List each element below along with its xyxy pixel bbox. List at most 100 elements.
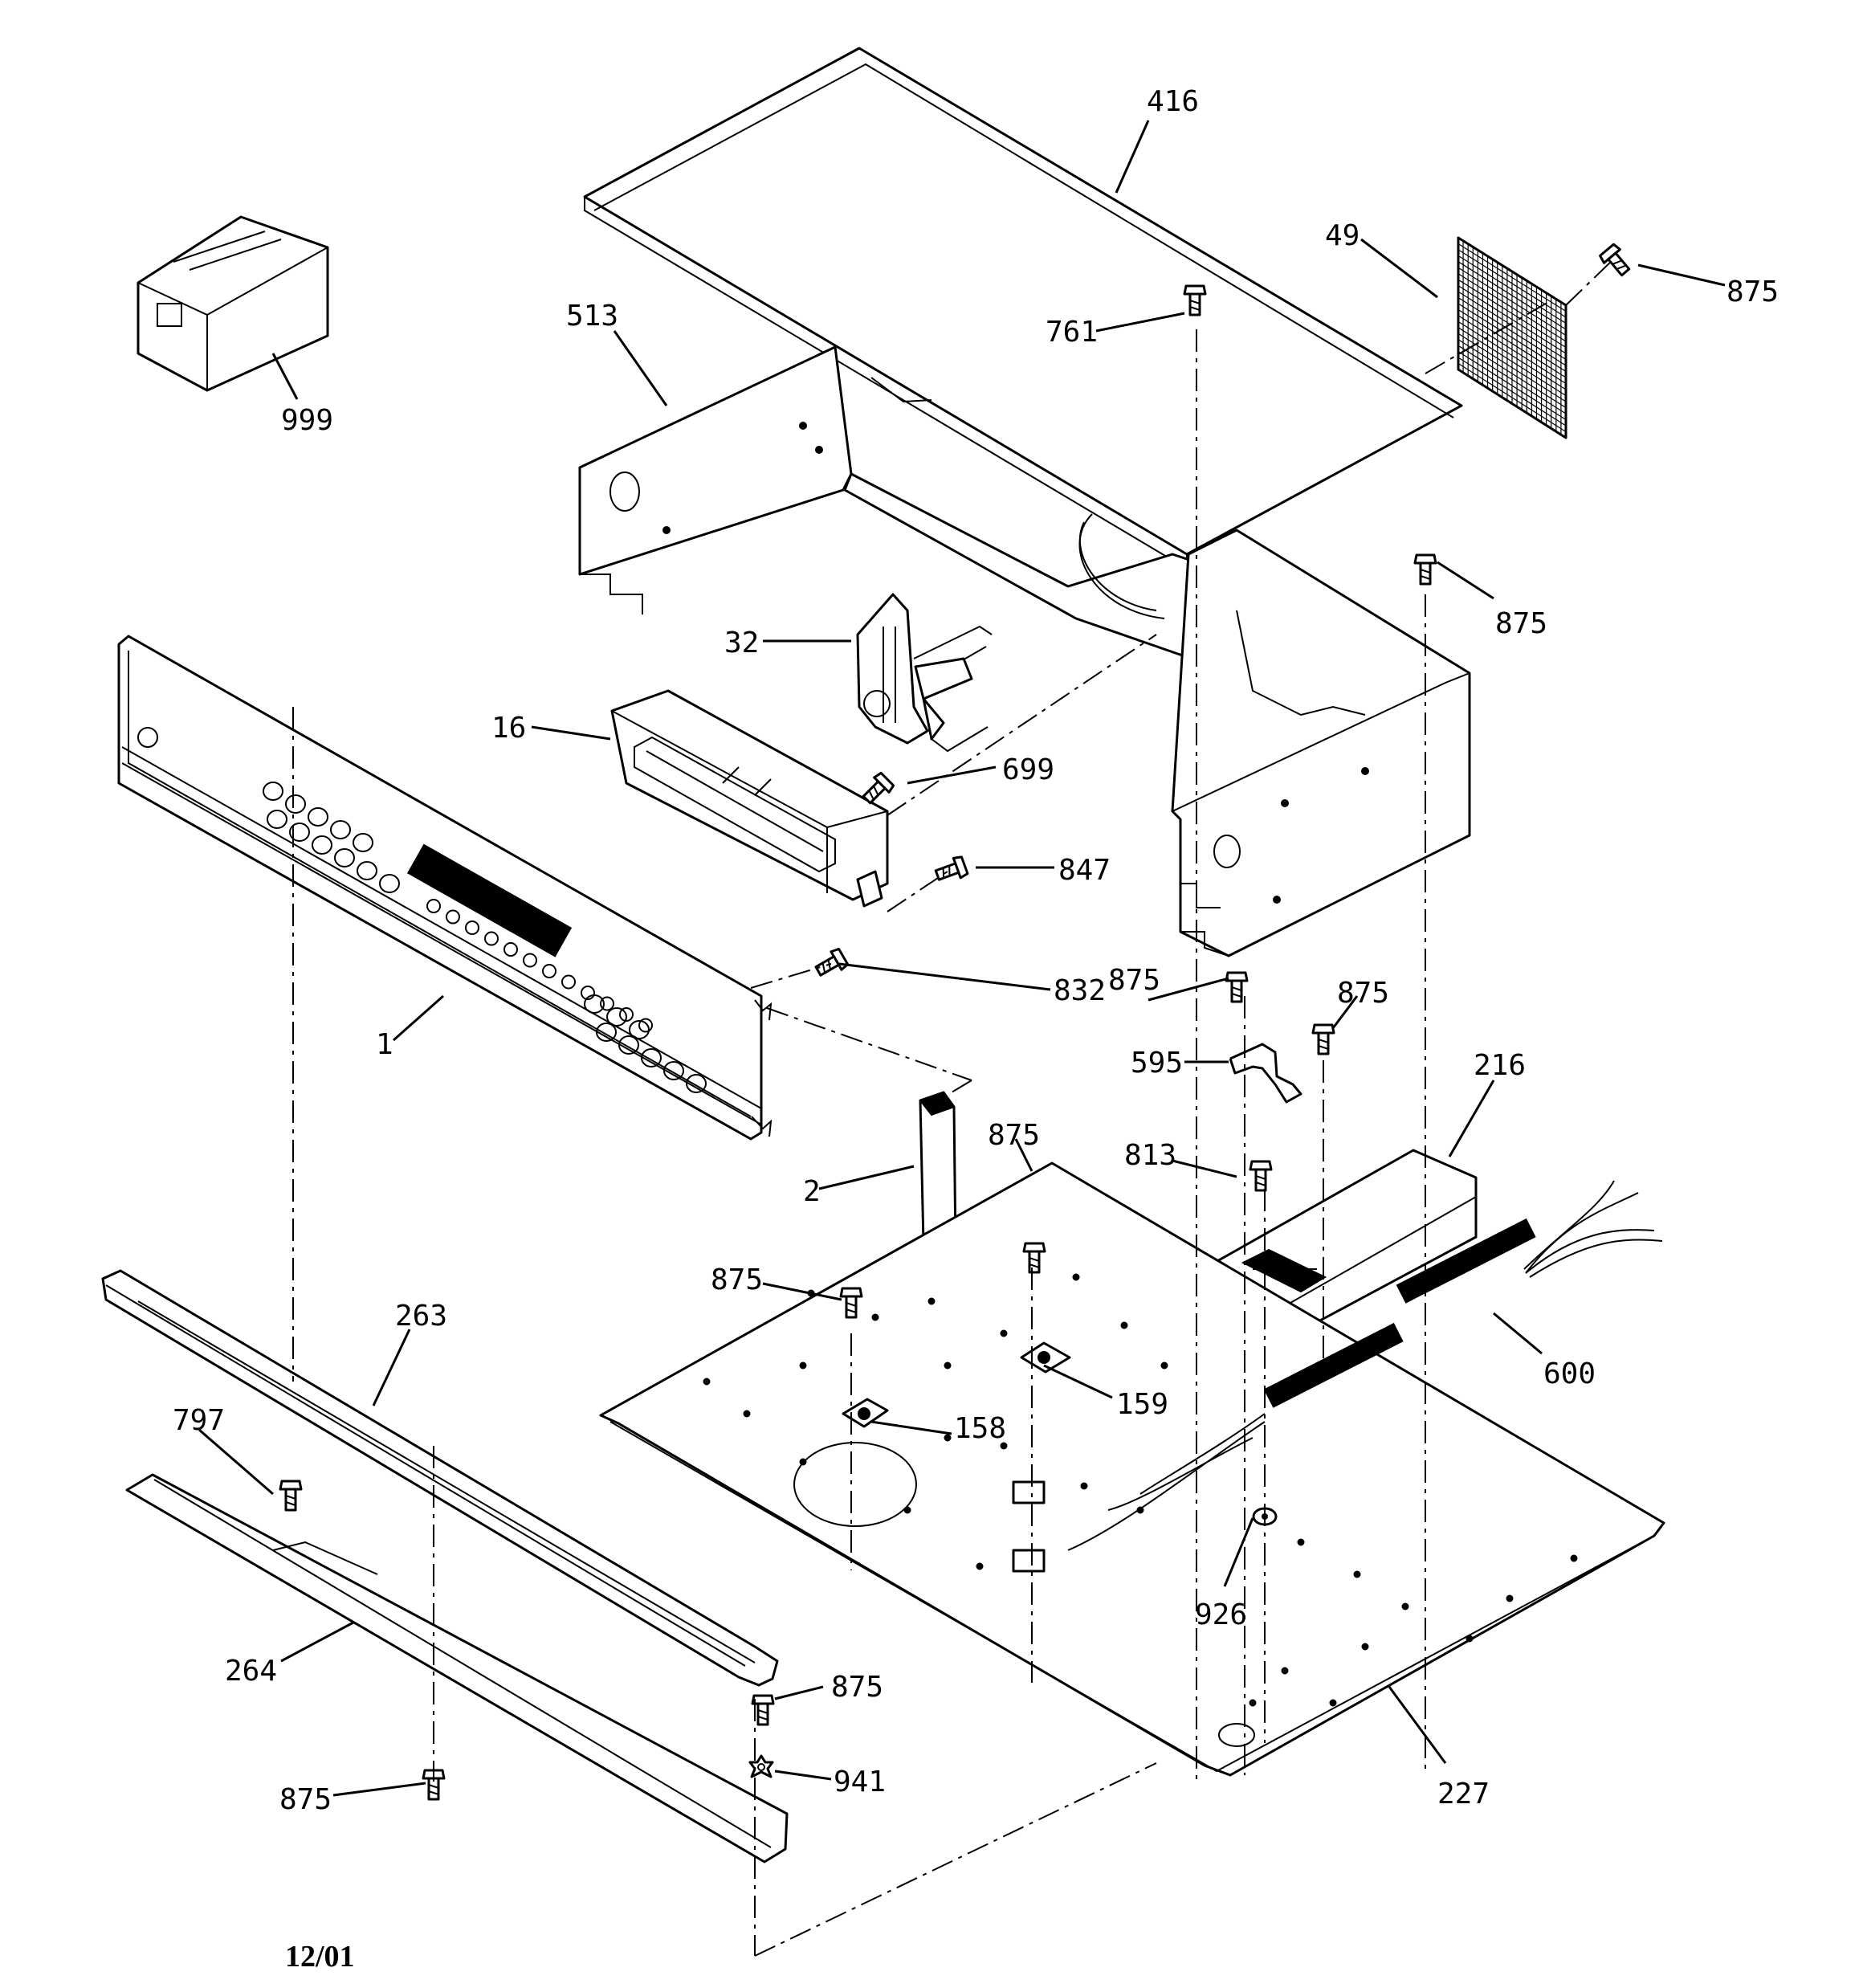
- base-hole: [743, 1410, 751, 1418]
- callout-797: 797: [173, 1404, 225, 1437]
- callout-264: 264: [225, 1655, 277, 1688]
- base-hole: [944, 1361, 952, 1370]
- base-hole: [1401, 1602, 1409, 1610]
- callout-513: 513: [566, 300, 618, 333]
- callout-1: 1: [376, 1028, 393, 1061]
- callout-416: 416: [1147, 85, 1199, 118]
- callout-847: 847: [1058, 854, 1111, 887]
- screw: [839, 1287, 863, 1319]
- callout-16: 16: [491, 712, 526, 745]
- keypad-button: [285, 794, 306, 814]
- keypad-button: [330, 820, 351, 839]
- base-hole: [944, 1434, 952, 1442]
- number-key: [542, 964, 556, 978]
- keypad-button: [606, 1007, 627, 1027]
- screw: [934, 855, 969, 881]
- number-key: [465, 921, 479, 935]
- keypad-button: [312, 835, 332, 855]
- keypad-button: [629, 1020, 650, 1039]
- base-hole: [1361, 1643, 1369, 1651]
- callout-263: 263: [395, 1300, 447, 1333]
- screw: [814, 947, 850, 977]
- number-key: [600, 996, 614, 1011]
- clamp-595: [1229, 1043, 1302, 1104]
- number-key: [561, 974, 576, 990]
- keypad-button: [289, 823, 310, 842]
- keypad-button: [267, 810, 287, 829]
- callout-875: 875: [711, 1263, 763, 1296]
- callout-49: 49: [1325, 219, 1360, 252]
- keypad-button: [263, 782, 283, 801]
- trim-264: [125, 1473, 789, 1863]
- base-hole: [1072, 1273, 1080, 1281]
- number-key: [638, 1018, 653, 1033]
- screw: [422, 1769, 446, 1801]
- callout-832: 832: [1054, 974, 1106, 1007]
- base-227: [599, 1161, 1665, 1777]
- base-hole: [1570, 1554, 1578, 1562]
- callout-227: 227: [1437, 1778, 1490, 1810]
- base-hole: [703, 1378, 711, 1386]
- callout-875: 875: [1726, 276, 1779, 308]
- base-hole: [1506, 1594, 1514, 1602]
- callout-875: 875: [279, 1783, 332, 1816]
- number-key: [446, 909, 460, 925]
- base-hole: [1080, 1482, 1088, 1490]
- number-key: [484, 931, 499, 946]
- callout-999: 999: [281, 404, 333, 437]
- keypad-button: [618, 1035, 639, 1055]
- keypad-button: [353, 833, 373, 852]
- screw: [751, 1694, 775, 1726]
- screw: [1183, 284, 1207, 316]
- callout-595: 595: [1131, 1047, 1183, 1080]
- callout-926: 926: [1195, 1598, 1247, 1631]
- callout-941: 941: [834, 1766, 886, 1798]
- base-hole: [1000, 1442, 1008, 1450]
- alignment-lines: [292, 258, 1615, 1957]
- callout-2: 2: [803, 1175, 821, 1208]
- base-hole: [903, 1506, 911, 1514]
- base-hole: [1000, 1329, 1008, 1337]
- screen-49: [1457, 236, 1567, 439]
- keypad-button: [357, 861, 377, 880]
- screw: [862, 771, 895, 805]
- star-washer: [748, 1754, 774, 1778]
- screw: [1413, 553, 1437, 586]
- base-hole: [1353, 1570, 1361, 1578]
- base-hole: [1120, 1321, 1128, 1329]
- callout-813: 813: [1124, 1139, 1176, 1172]
- number-key: [581, 986, 595, 1000]
- callout-699: 699: [1002, 753, 1054, 786]
- harness-600: [1012, 1180, 1663, 1573]
- callout-875: 875: [988, 1119, 1040, 1152]
- base-hole: [927, 1297, 936, 1305]
- screw: [1249, 1160, 1273, 1192]
- number-key: [523, 953, 537, 968]
- callout-761: 761: [1046, 316, 1098, 349]
- callout-875: 875: [1108, 964, 1160, 997]
- callout-875: 875: [1495, 607, 1547, 640]
- base-hole: [1160, 1361, 1168, 1370]
- carton-999: [137, 215, 329, 392]
- callout-158: 158: [954, 1412, 1006, 1445]
- trim-263: [101, 1269, 779, 1687]
- base-hole: [1281, 1667, 1289, 1675]
- thermostat-159: [1020, 1341, 1071, 1374]
- keypad-button: [641, 1048, 662, 1067]
- screw: [1599, 243, 1631, 277]
- keypad-button: [308, 807, 328, 827]
- base-hole: [799, 1361, 807, 1370]
- fasteners: [279, 243, 1631, 1801]
- keypad-button: [334, 848, 355, 867]
- callout-labels: 416 49 875 761 513 999 875 32 16 699 847…: [173, 85, 1779, 1816]
- control-panel-1: [117, 635, 773, 1141]
- fan-motor-32: [856, 593, 993, 753]
- base-hole: [799, 1458, 807, 1466]
- callout-600: 600: [1543, 1357, 1596, 1390]
- callout-216: 216: [1474, 1049, 1526, 1082]
- screw: [1225, 971, 1249, 1003]
- screw: [1311, 1023, 1335, 1055]
- number-key: [426, 899, 441, 913]
